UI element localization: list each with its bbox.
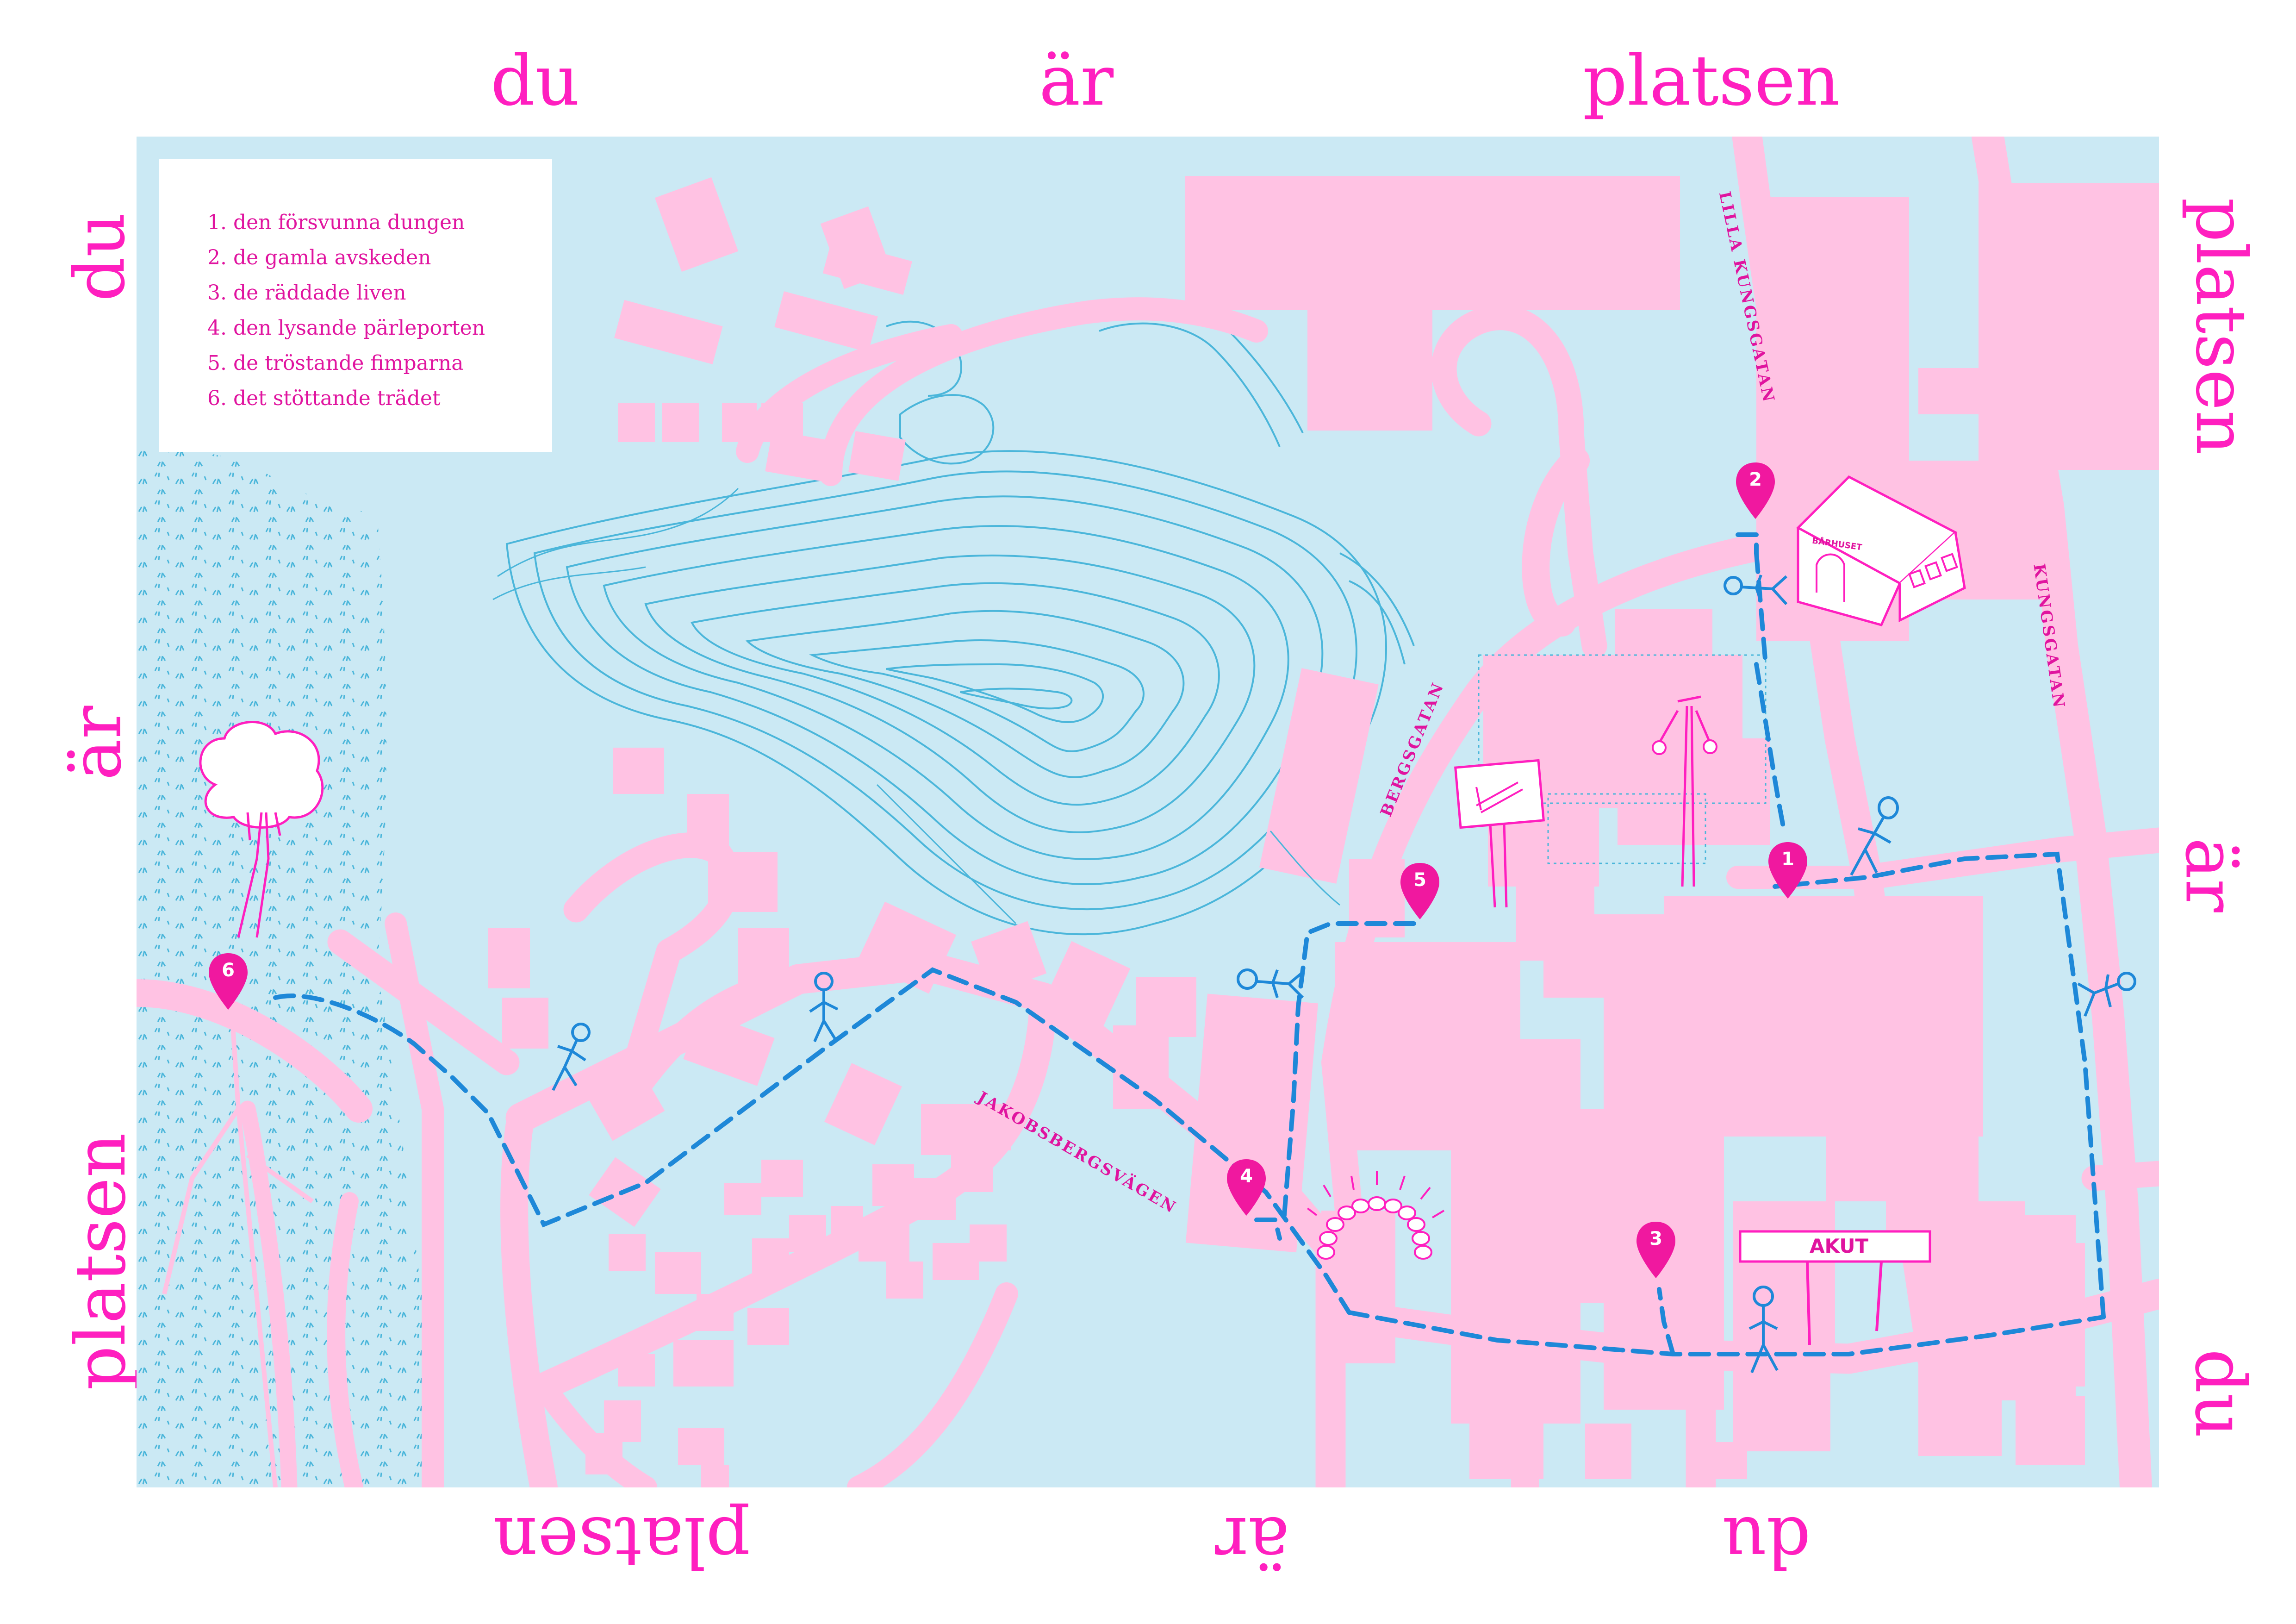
frame-right-ar: är xyxy=(2170,837,2251,912)
map-pin-icon xyxy=(1636,1222,1675,1278)
map-pin-6[interactable]: 6 xyxy=(206,951,250,1012)
map-canvas[interactable]: 1. den försvunna dungen 2. de gamla avsk… xyxy=(123,120,2174,1504)
lamp-post-icon xyxy=(1652,695,1717,887)
map-pin-number: 4 xyxy=(1240,1166,1253,1187)
stick-figure-icon xyxy=(1748,1286,1779,1374)
map-pin-number: 6 xyxy=(222,960,235,981)
akut-sign-icon xyxy=(1739,1230,1931,1345)
stick-figure-icon xyxy=(552,1023,591,1091)
akut-sign-label: AKUT xyxy=(1810,1235,1869,1257)
frame-right-du: du xyxy=(2179,1349,2260,1438)
map-pin-number: 3 xyxy=(1649,1228,1662,1249)
frame-right-platsen: platsen xyxy=(2180,197,2261,456)
map-pin-5[interactable]: 5 xyxy=(1398,861,1442,921)
legend-item-4: 4. den lysande pärleporten xyxy=(207,316,485,340)
house-icon xyxy=(1796,475,1966,626)
map-pin-icon xyxy=(1400,863,1439,919)
sign-icon xyxy=(1454,759,1545,908)
stick-figure-icon xyxy=(1850,796,1899,876)
frame-top-du: du xyxy=(491,41,580,121)
frame-bottom-platsen: platsen xyxy=(493,1501,751,1582)
stick-figure-icon xyxy=(1724,574,1788,606)
frame-bottom-du: du xyxy=(1722,1501,1811,1582)
legend-list: 1. den försvunna dungen 2. de gamla avsk… xyxy=(159,159,552,416)
legend-item-2: 2. de gamla avskeden xyxy=(207,246,431,269)
map-pin-icon xyxy=(1227,1159,1266,1216)
building-outline xyxy=(1478,654,1767,864)
pearl-gate-icon xyxy=(1307,1171,1445,1260)
map-pin-3[interactable]: 3 xyxy=(1634,1220,1678,1280)
map-pin-number: 1 xyxy=(1781,849,1794,870)
frame-bottom-ar: är xyxy=(1215,1501,1290,1582)
frame-left-platsen: platsen xyxy=(61,1132,142,1391)
legend-item-3: 3. de räddade liven xyxy=(207,281,406,305)
frame-top-ar: är xyxy=(1039,41,1114,121)
map-pin-icon xyxy=(209,953,248,1010)
stick-figure-icon xyxy=(1237,968,1304,999)
map-pin-1[interactable]: 1 xyxy=(1766,840,1810,900)
frame-left-ar: är xyxy=(56,706,137,781)
legend-item-1: 1. den försvunna dungen xyxy=(207,211,465,234)
map-pin-2[interactable]: 2 xyxy=(1733,461,1778,521)
map-pin-number: 2 xyxy=(1749,469,1762,490)
frame-left-du: du xyxy=(60,212,141,302)
frame-top-platsen: platsen xyxy=(1583,41,1841,121)
hill-contours-outer xyxy=(492,487,1340,924)
legend-item-6: 6. det stöttande trädet xyxy=(207,387,441,410)
map-svg xyxy=(123,120,2174,1504)
map-pin-icon xyxy=(1768,842,1807,899)
walking-route xyxy=(273,532,2106,1356)
legend-item-5: 5. de tröstande fimparna xyxy=(207,351,464,375)
map-pin-number: 5 xyxy=(1413,869,1426,891)
forest-area xyxy=(137,450,442,1487)
stick-figure-icon xyxy=(809,972,839,1043)
legend-panel: 1. den försvunna dungen 2. de gamla avsk… xyxy=(159,159,552,452)
tree-icon xyxy=(199,721,324,938)
map-pin-4[interactable]: 4 xyxy=(1224,1157,1269,1218)
forest-paths xyxy=(162,969,314,1488)
map-pin-icon xyxy=(1736,462,1775,519)
stick-figure-icon xyxy=(2077,972,2136,1017)
